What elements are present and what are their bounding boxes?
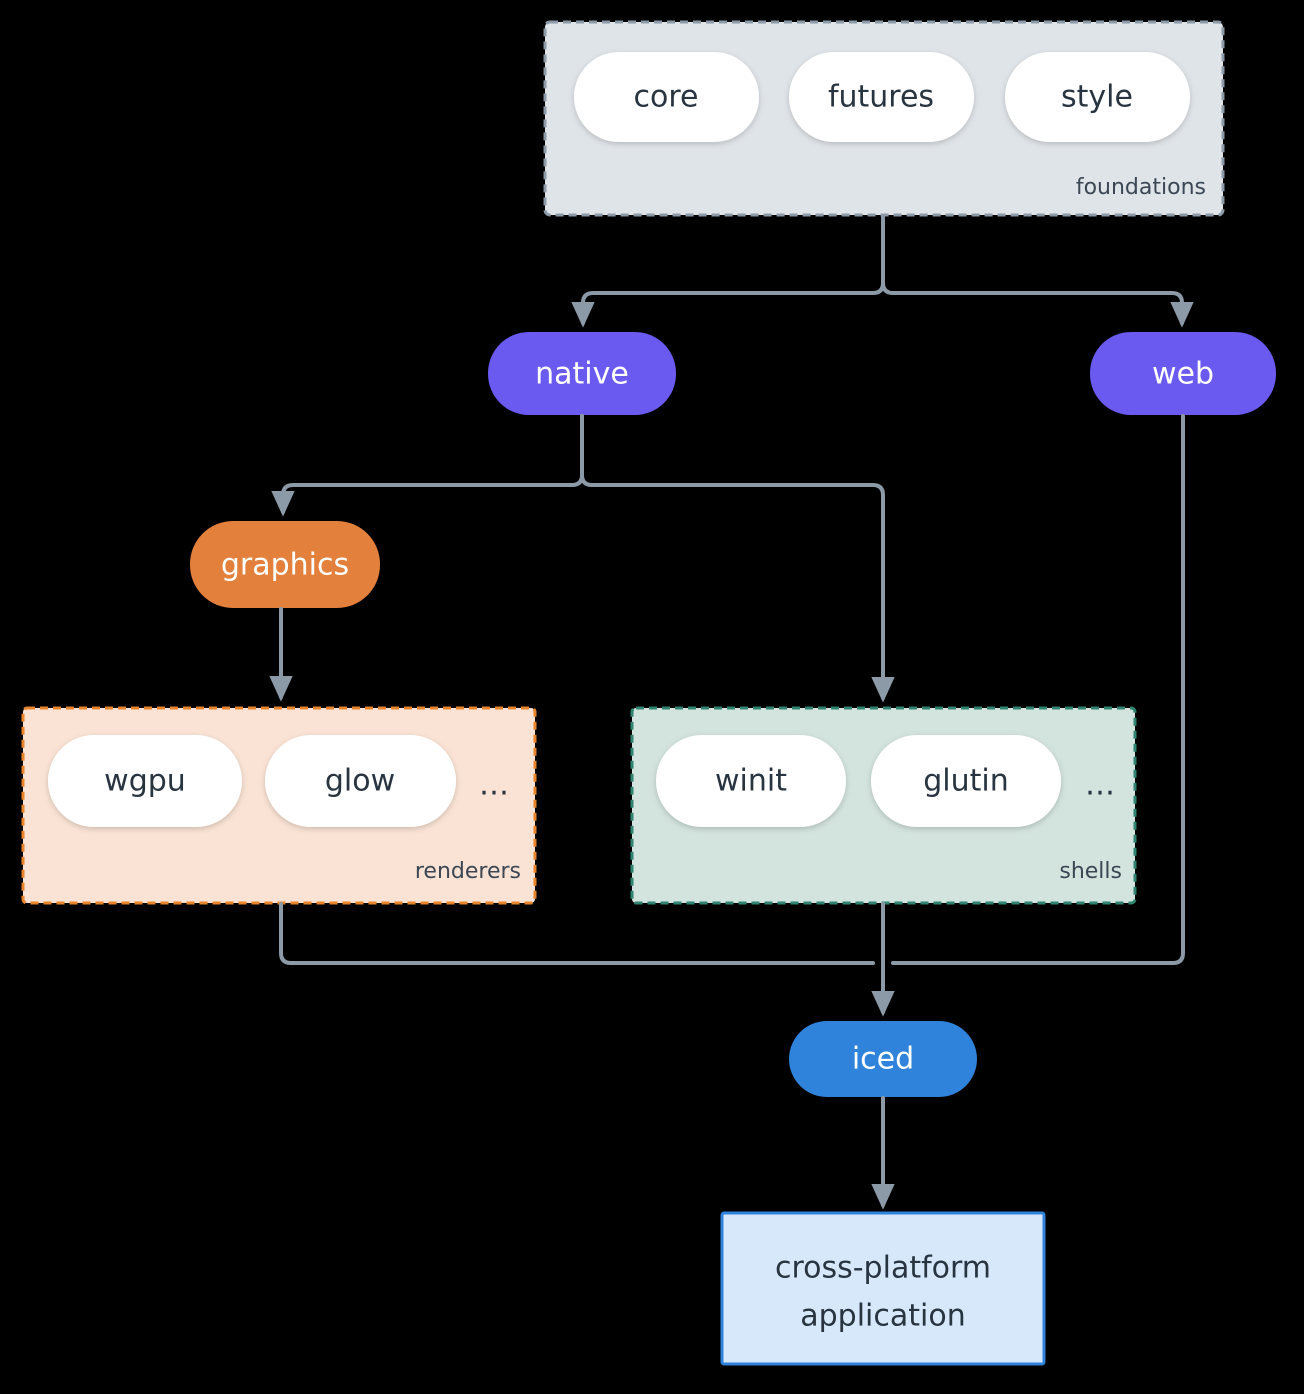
- leaf-glow[interactable]: glow: [265, 735, 456, 827]
- leaf-glutin-pill: [871, 735, 1061, 827]
- edge-foundations-to-native: [571, 214, 885, 328]
- node-iced[interactable]: iced: [789, 1021, 977, 1097]
- leaf-style[interactable]: style: [1005, 52, 1190, 142]
- node-web[interactable]: web: [1090, 332, 1276, 415]
- edge-native-to-graphics: [271, 414, 584, 517]
- leaf-wgpu[interactable]: wgpu: [48, 735, 242, 827]
- leaf-style-pill: [1005, 52, 1190, 142]
- cluster-renderers-label: renderers: [415, 859, 521, 884]
- leaf-core-label: core: [634, 80, 699, 115]
- cluster-shells-label: shells: [1059, 859, 1122, 884]
- edge-native-to-shells: [580, 414, 895, 703]
- leaf-glow-pill: [265, 735, 456, 827]
- leaf-style-label: style: [1061, 80, 1133, 115]
- node-web-pill: [1090, 332, 1276, 415]
- cluster-shells: winit glutin … shells: [630, 706, 1137, 905]
- node-application-label-line1: cross-platform: [775, 1251, 991, 1286]
- node-native-pill: [488, 332, 676, 415]
- leaf-shells-more-label: …: [1085, 768, 1115, 803]
- leaf-glutin[interactable]: glutin: [871, 735, 1061, 827]
- node-native-label: native: [535, 357, 629, 392]
- node-iced-pill: [789, 1021, 977, 1097]
- leaf-winit-label: winit: [715, 764, 787, 799]
- leaf-core-pill: [574, 52, 759, 142]
- node-iced-label: iced: [852, 1042, 914, 1077]
- cluster-foundations: core futures style foundations: [543, 20, 1225, 217]
- leaf-renderers-more-label: …: [479, 768, 509, 803]
- node-application[interactable]: cross-platform application: [720, 1211, 1046, 1366]
- leaf-futures[interactable]: futures: [789, 52, 974, 142]
- leaf-wgpu-label: wgpu: [104, 764, 186, 799]
- cluster-renderers: wgpu glow … renderers: [21, 706, 537, 905]
- leaf-futures-label: futures: [828, 80, 934, 115]
- leaf-glutin-label: glutin: [923, 764, 1009, 799]
- leaf-winit-pill: [656, 735, 846, 827]
- cluster-foundations-label: foundations: [1076, 175, 1206, 200]
- leaf-core[interactable]: core: [574, 52, 759, 142]
- node-application-label-line2: application: [800, 1299, 965, 1334]
- node-web-label: web: [1152, 357, 1214, 392]
- edge-web-to-iced: [891, 414, 1185, 965]
- node-graphics-label: graphics: [221, 548, 349, 583]
- edge-foundations-to-web: [881, 214, 1194, 328]
- node-native[interactable]: native: [488, 332, 676, 415]
- leaf-glow-label: glow: [325, 764, 395, 799]
- leaf-futures-pill: [789, 52, 974, 142]
- leaf-winit[interactable]: winit: [656, 735, 846, 827]
- node-graphics-pill: [190, 521, 380, 608]
- node-graphics[interactable]: graphics: [190, 521, 380, 608]
- edge-renderers-to-iced: [279, 902, 875, 965]
- leaf-wgpu-pill: [48, 735, 242, 827]
- node-application-box: [720, 1211, 1046, 1366]
